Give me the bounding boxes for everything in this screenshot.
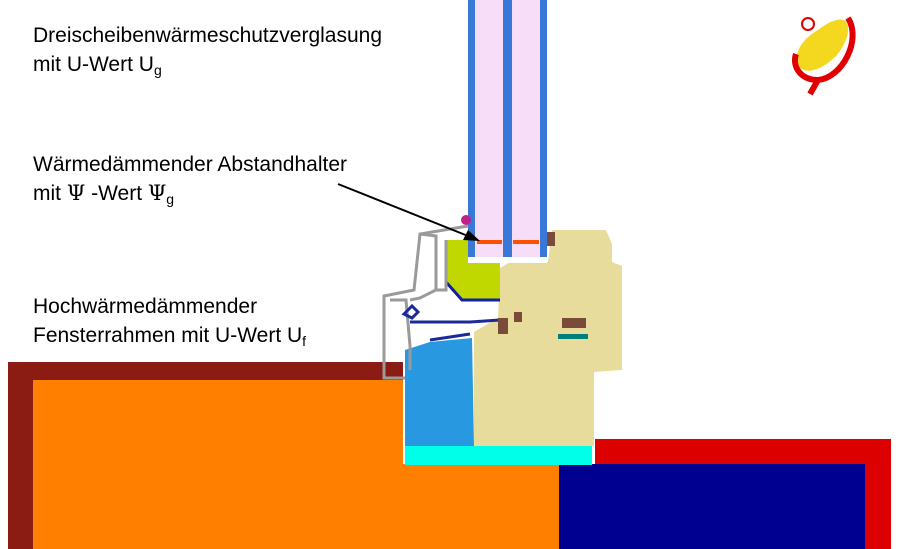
glass-gap-1: [475, 0, 503, 262]
glass-pane-2: [503, 0, 512, 262]
spacer-label-prefix: mit: [33, 182, 67, 205]
pointer-arrow-icon: [337, 183, 480, 241]
spacer-label-psi-1: Ψ: [66, 181, 86, 205]
blue-seal-line: [444, 281, 500, 302]
sill-strip: [405, 446, 592, 465]
glazing-bead-teal: [558, 334, 588, 339]
spacer-label-line1: Wärmedämmender Abstandhalter: [33, 153, 347, 176]
left-wall: [8, 362, 559, 549]
right-wall-core: [559, 464, 865, 549]
inner-profile: [401, 303, 501, 342]
green-insert: [446, 240, 500, 300]
glazing-label: Dreischeibenwärmeschutzverglasung mit U-…: [33, 21, 382, 79]
frame-core: [474, 230, 622, 446]
left-wall-insulation: [33, 380, 403, 549]
glazing-label-subscript: g: [153, 62, 162, 78]
frame-label-text: Fensterrahmen mit U-Wert U: [33, 324, 303, 347]
glass-pane-3: [540, 0, 547, 262]
glazing-label-text: mit U-Wert U: [33, 53, 154, 76]
spacer-1: [477, 240, 502, 244]
right-wall: [559, 439, 891, 549]
glazing-edge-bottom: [468, 257, 547, 263]
seal-dot: [461, 215, 471, 225]
spacer-label-line2: mit Ψ -Wert Ψg: [33, 179, 347, 208]
triple-glazing: [468, 0, 547, 263]
spacer-2: [513, 240, 539, 244]
glazing-label-line1: Dreischeibenwärmeschutzverglasung: [33, 24, 383, 47]
spacer-label-psi-2: Ψ: [147, 181, 167, 205]
left-wall-insulation-lower: [403, 464, 559, 549]
spacer-label-middle: -Wert: [85, 182, 148, 205]
frame-insulation-chamber: [405, 338, 474, 446]
glazing-label-line2: mit U-Wert Ug: [33, 50, 382, 79]
glass-gap-2: [512, 0, 540, 262]
gaskets: [498, 232, 586, 334]
frame-label-line1: Hochwärmedämmender: [33, 295, 258, 318]
frame-profile-outline: [382, 224, 469, 380]
spacer-label: Wärmedämmender Abstandhalter mit Ψ -Wert…: [33, 150, 347, 208]
spacer-label-subscript: g: [166, 191, 175, 207]
frame-label: Hochwärmedämmender Fensterrahmen mit U-W…: [33, 292, 306, 350]
frame-label-subscript: f: [302, 333, 307, 349]
glass-pane-1: [468, 0, 475, 262]
frame-label-line2: Fensterrahmen mit U-Wert Uf: [33, 321, 306, 350]
passive-house-psi-logo-icon: [792, 16, 856, 96]
